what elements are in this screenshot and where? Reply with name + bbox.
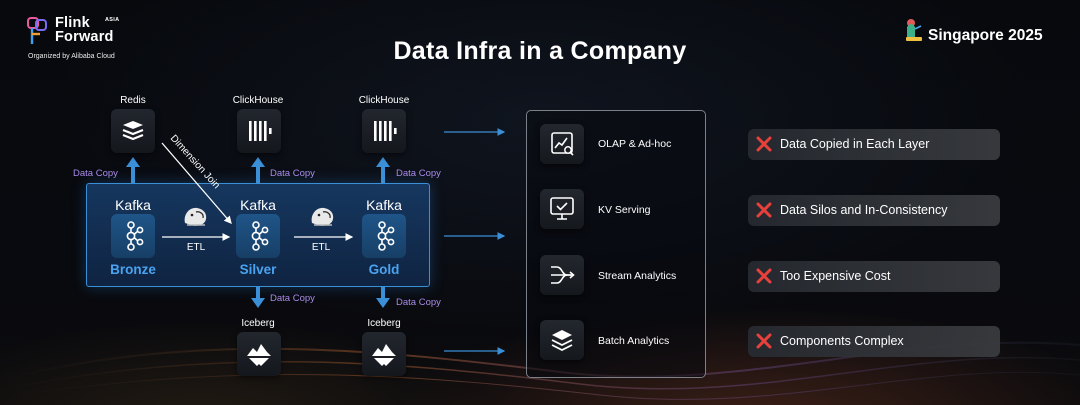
iceberg-icon	[372, 344, 396, 366]
copy-arrow-down-gold	[376, 286, 390, 308]
monitor-check-icon	[550, 197, 574, 220]
iceberg-tile-1	[237, 332, 281, 376]
layer-engine-gold: Kafka	[366, 197, 402, 213]
layer-engine-silver: Kafka	[240, 197, 276, 213]
logo-wordmark: Flink Forward	[55, 15, 114, 45]
capability-label-kv: KV Serving	[598, 204, 651, 216]
kafka-icon	[126, 221, 144, 251]
copy-arrow-up-bronze	[126, 157, 140, 183]
clickhouse-icon	[249, 121, 272, 141]
data-copy-label-gold-up: Data Copy	[396, 168, 441, 179]
layer-name-silver: Silver	[239, 262, 277, 277]
layer-name-bronze: Bronze	[110, 262, 156, 277]
issue-item: Data Silos and In-Consistency	[748, 195, 1000, 226]
sink-label-iceberg-2: Iceberg	[367, 318, 401, 329]
organizer-text: Organized by Alibaba Cloud	[28, 53, 115, 60]
issue-item: Components Complex	[748, 326, 1000, 357]
data-copy-label-gold-down: Data Copy	[396, 297, 441, 308]
page-title: Data Infra in a Company	[393, 37, 687, 65]
capability-label-olap: OLAP & Ad-hoc	[598, 138, 672, 150]
sink-label-redis: Redis	[120, 95, 146, 106]
location-text: Singapore 2025	[928, 27, 1043, 44]
logo-badge: ASIA	[105, 17, 120, 23]
kafka-icon	[251, 221, 269, 251]
cross-icon	[756, 202, 772, 218]
redis-tile	[111, 109, 155, 153]
capability-tile-olap	[540, 124, 584, 164]
logo-line-2: Forward	[55, 29, 114, 45]
cross-icon	[756, 268, 772, 284]
copy-arrow-up-silver	[251, 157, 265, 183]
capability-label-batch: Batch Analytics	[598, 335, 670, 347]
redis-icon	[122, 121, 144, 141]
kafka-tile-silver	[236, 214, 280, 258]
copy-arrow-up-gold	[376, 157, 390, 183]
stream-icon	[551, 266, 575, 284]
layer-engine-bronze: Kafka	[115, 197, 151, 213]
clickhouse-tile-1	[237, 109, 281, 153]
issue-item: Data Copied in Each Layer	[748, 129, 1000, 160]
sink-label-clickhouse-2: ClickHouse	[358, 95, 410, 106]
cross-icon	[756, 333, 772, 349]
kafka-tile-bronze	[111, 214, 155, 258]
chart-search-icon	[551, 132, 574, 156]
data-copy-label-silver-down: Data Copy	[270, 293, 315, 304]
issue-item: Too Expensive Cost	[748, 261, 1000, 292]
copy-arrow-down-silver	[251, 286, 265, 308]
capability-tile-kv	[540, 189, 584, 229]
data-copy-label-silver-up: Data Copy	[270, 168, 315, 179]
iceberg-icon	[247, 344, 271, 366]
kafka-icon	[377, 221, 395, 251]
etl-label-1: ETL	[186, 242, 206, 253]
dimension-join-arrow	[161, 142, 232, 224]
issue-text: Too Expensive Cost	[780, 269, 891, 283]
layer-name-gold: Gold	[368, 262, 400, 277]
issue-text: Components Complex	[780, 334, 904, 348]
etl-label-2: ETL	[311, 242, 331, 253]
clickhouse-tile-2	[362, 109, 406, 153]
capability-tile-stream	[540, 255, 584, 295]
layers-icon	[551, 330, 573, 352]
data-copy-label-bronze: Data Copy	[73, 168, 118, 179]
capability-tile-batch	[540, 320, 584, 360]
clickhouse-icon	[374, 121, 397, 141]
cross-icon	[756, 136, 772, 152]
sink-label-clickhouse-1: ClickHouse	[232, 95, 284, 106]
logo-line-1: Flink	[55, 15, 90, 31]
flink-forward-logo-icon	[27, 17, 47, 44]
issue-text: Data Copied in Each Layer	[780, 137, 930, 151]
merlion-icon	[906, 19, 922, 41]
capability-label-stream: Stream Analytics	[598, 270, 677, 282]
issue-text: Data Silos and In-Consistency	[780, 203, 948, 217]
flink-squirrel-icon-1	[184, 207, 207, 226]
flink-squirrel-icon-2	[311, 207, 334, 226]
sink-label-iceberg-1: Iceberg	[241, 318, 275, 329]
iceberg-tile-2	[362, 332, 406, 376]
kafka-tile-gold	[362, 214, 406, 258]
